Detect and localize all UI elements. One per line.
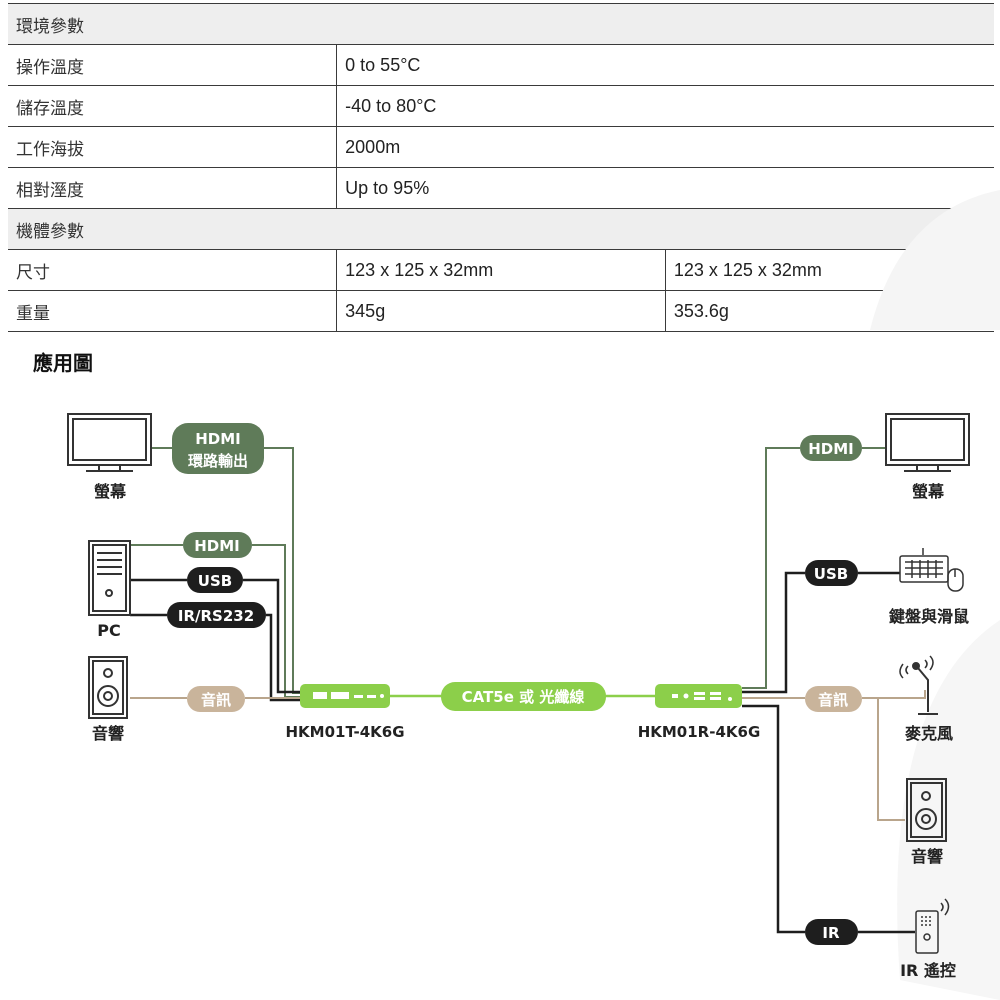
monitor-label-left: 螢幕 (94, 482, 127, 501)
svg-text:IR: IR (822, 924, 840, 942)
diagram-title: 應用圖 (33, 351, 93, 375)
storage-temp-value: -40 to 80°C (336, 85, 994, 127)
svg-text:音訊: 音訊 (201, 691, 231, 709)
table-row: 相對溼度 Up to 95% (8, 167, 994, 209)
svg-text:HDMI: HDMI (808, 440, 854, 458)
keyboard-mouse-icon (899, 548, 964, 592)
pc-tower-icon (88, 540, 131, 616)
wire-audio-right (742, 690, 926, 821)
speaker-label-right: 音響 (911, 847, 943, 866)
hdmi-pill-right: HDMI (800, 435, 862, 461)
remote-label: IR 遙控 (900, 961, 956, 980)
svg-text:USB: USB (814, 565, 848, 583)
usb-pill-left: USB (187, 567, 243, 593)
receiver-label: HKM01R-4K6G (638, 723, 761, 741)
table-section-row: 環境參數 (8, 3, 994, 45)
altitude-label: 工作海拔 (8, 126, 337, 168)
hdmi-loop-pill: HDMI 環路輸出 (172, 423, 264, 474)
speaker-icon-left (88, 656, 128, 719)
monitor-label-right: 螢幕 (912, 482, 945, 501)
op-temp-value: 0 to 55°C (336, 44, 994, 86)
audio-pill-left: 音訊 (187, 686, 245, 712)
humidity-label: 相對溼度 (8, 167, 337, 209)
table-row: 尺寸 123 x 125 x 32mm 123 x 125 x 32mm (8, 249, 994, 291)
remote-control-icon (915, 898, 950, 954)
svg-text:HDMI: HDMI (195, 430, 241, 448)
hdmi-pill-left: HDMI (183, 532, 252, 558)
transmitter-label: HKM01T-4K6G (285, 723, 404, 741)
table-row: 操作溫度 0 to 55°C (8, 44, 994, 86)
receiver-device (655, 684, 742, 708)
microphone-label: 麥克風 (904, 724, 953, 743)
op-temp-label: 操作溫度 (8, 44, 337, 86)
bg-arc (897, 620, 1000, 1000)
usb-pill-right: USB (805, 560, 858, 586)
audio-pill-right: 音訊 (805, 686, 862, 712)
table-section-row: 機體參數 (8, 208, 994, 250)
humidity-value: Up to 95% (336, 167, 994, 209)
storage-temp-label: 儲存溫度 (8, 85, 337, 127)
speaker-label-left: 音響 (92, 724, 124, 743)
bg-arc (870, 190, 1000, 330)
svg-text:音訊: 音訊 (818, 691, 848, 709)
monitor-icon-left (67, 413, 152, 472)
pc-label: PC (97, 621, 120, 640)
svg-text:環路輸出: 環路輸出 (188, 452, 248, 470)
altitude-value: 2000m (336, 126, 994, 168)
svg-text:CAT5e 或 光纖線: CAT5e 或 光纖線 (462, 688, 585, 706)
cat5e-pill: CAT5e 或 光纖線 (441, 682, 606, 711)
size-tx-value: 123 x 125 x 32mm (336, 249, 666, 291)
microphone-icon (899, 655, 938, 715)
svg-text:USB: USB (198, 572, 232, 590)
wire-usb-right (742, 571, 900, 694)
spec-table: 環境參數 操作溫度 0 to 55°C 儲存溫度 -40 to 80°C 工作海… (8, 3, 994, 332)
wire-hdmi-right (742, 447, 885, 689)
ir-pill-right: IR (805, 919, 858, 945)
svg-text:HDMI: HDMI (194, 537, 240, 555)
weight-label: 重量 (8, 290, 337, 332)
weight-tx-value: 345g (336, 290, 666, 332)
ir-rs232-pill: IR/RS232 (167, 602, 266, 628)
wire-ir-left (130, 613, 300, 702)
table-row: 工作海拔 2000m (8, 126, 994, 168)
body-section-header: 機體參數 (8, 208, 994, 250)
table-row: 儲存溫度 -40 to 80°C (8, 85, 994, 127)
wire-usb-left (130, 578, 300, 694)
keyboard-mouse-label: 鍵盤與滑鼠 (889, 607, 969, 626)
speaker-icon-right (906, 778, 947, 842)
transmitter-device (300, 684, 390, 708)
svg-text:IR/RS232: IR/RS232 (178, 607, 254, 625)
wire-ir-right (742, 704, 915, 934)
env-section-header: 環境參數 (8, 3, 994, 45)
monitor-icon-right (885, 413, 970, 472)
